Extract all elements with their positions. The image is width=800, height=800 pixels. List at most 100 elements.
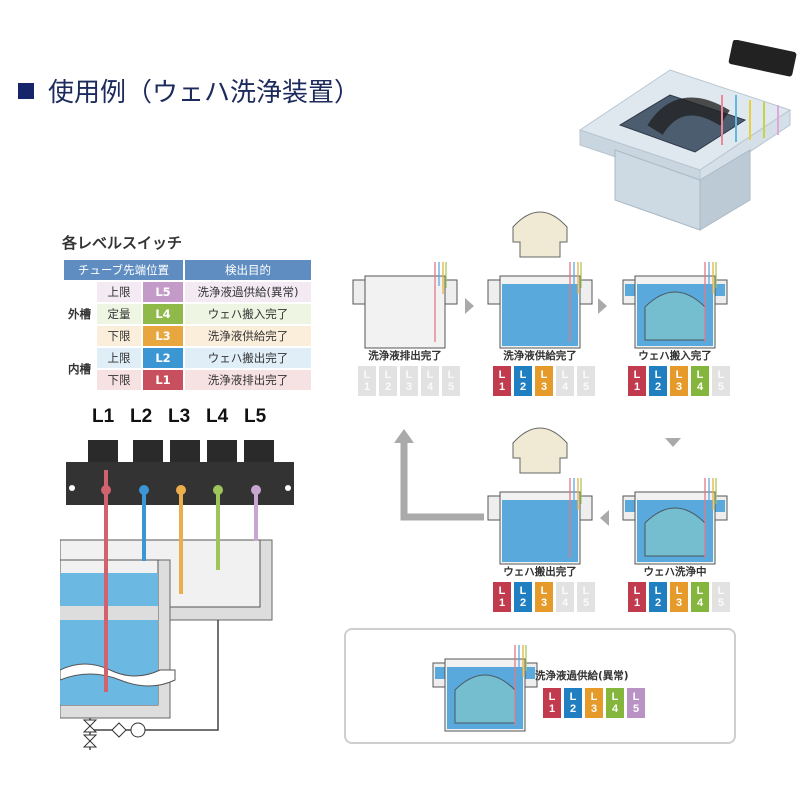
pump-icon bbox=[130, 722, 146, 738]
valve-icon bbox=[82, 734, 98, 748]
position-cell: 下限 bbox=[97, 326, 141, 346]
abnormal-case-box bbox=[344, 628, 736, 744]
step-caption: 洗浄液供給完了 bbox=[503, 350, 577, 362]
arrow-right-icon bbox=[598, 298, 607, 314]
position-cell: 定量 bbox=[97, 304, 141, 324]
switch-label: L1 bbox=[92, 406, 115, 427]
process-step-3 bbox=[620, 202, 730, 356]
wafer-carrier-icon bbox=[512, 427, 568, 474]
tank-schematic bbox=[60, 440, 294, 750]
position-cell: 下限 bbox=[97, 370, 141, 390]
step-caption: ウェハ搬入完了 bbox=[638, 350, 712, 362]
process-step-1 bbox=[350, 202, 460, 356]
level-badge: L3 bbox=[143, 326, 183, 346]
tank-inner: 内槽 bbox=[64, 348, 95, 390]
switch-label: L4 bbox=[206, 406, 229, 427]
purpose-cell: ウェハ搬入完了 bbox=[185, 304, 311, 324]
purpose-cell: 洗浄液排出完了 bbox=[185, 370, 311, 390]
page-title: 使用例（ウェハ洗浄装置） bbox=[18, 72, 360, 109]
arrow-right-icon bbox=[465, 298, 474, 314]
filter-icon bbox=[111, 722, 127, 738]
header-purpose: 検出目的 bbox=[185, 260, 311, 280]
tank-diagram bbox=[622, 478, 728, 565]
bullet-square-icon bbox=[18, 82, 34, 99]
abnormal-caption: 洗浄液過供給(異常) bbox=[535, 670, 629, 682]
wafer-icon bbox=[644, 507, 706, 557]
tank-diagram bbox=[352, 262, 458, 349]
purpose-cell: ウェハ搬出完了 bbox=[185, 348, 311, 368]
position-cell: 上限 bbox=[97, 282, 141, 302]
tank-diagram bbox=[622, 262, 728, 349]
connector-block-icon bbox=[728, 40, 797, 77]
step-caption: ウェハ搬出完了 bbox=[503, 566, 577, 578]
process-step-4 bbox=[620, 418, 730, 572]
switch-label: L5 bbox=[244, 406, 267, 427]
switch-labels: L1 L2 L3 L4 L5 bbox=[92, 406, 267, 428]
tank-diagram bbox=[487, 427, 593, 565]
table-row: 外槽 上限 L5 洗浄液過供給(異常) bbox=[64, 282, 311, 346]
process-step-5 bbox=[485, 418, 595, 572]
level-badge: L5 bbox=[143, 282, 183, 302]
position-cell: 上限 bbox=[97, 348, 141, 368]
switch-connectors bbox=[88, 440, 274, 465]
table-row: 定量 L4 ウェハ搬入完了 bbox=[64, 304, 311, 324]
header-tube-position: チューブ先端位置 bbox=[64, 260, 183, 280]
level-switch-table: チューブ先端位置 検出目的 外槽 上限 L5 洗浄液過供給(異常) 定量 L4 … bbox=[62, 258, 313, 392]
wafer-carrier-icon bbox=[512, 211, 568, 258]
switch-label: L3 bbox=[168, 406, 191, 427]
tank-diagram bbox=[432, 645, 538, 732]
level-badge: L1 bbox=[143, 370, 183, 390]
table-row: 下限 L1 洗浄液排出完了 bbox=[64, 370, 311, 390]
level-badge: L4 bbox=[143, 304, 183, 324]
purpose-cell: 洗浄液過供給(異常) bbox=[185, 282, 311, 302]
table-row: 内槽 上限 L2 ウェハ搬出完了 bbox=[64, 348, 311, 390]
step-caption: ウェハ洗浄中 bbox=[643, 566, 707, 578]
step-caption: 洗浄液排出完了 bbox=[368, 350, 442, 362]
level-switch-title: 各レベルスイッチ bbox=[62, 234, 183, 252]
process-step-2 bbox=[485, 202, 595, 356]
arrow-down-icon bbox=[665, 438, 681, 447]
page-title-text: 使用例（ウェハ洗浄装置） bbox=[48, 78, 361, 108]
return-arrow-icon bbox=[394, 429, 484, 521]
table-row: 下限 L3 洗浄液供給完了 bbox=[64, 326, 311, 346]
arrow-left-icon bbox=[600, 510, 609, 526]
level-badge: L2 bbox=[143, 348, 183, 368]
valve-icon bbox=[82, 719, 98, 733]
wafer-cleaning-tank-illustration bbox=[578, 40, 797, 231]
tank-diagram bbox=[487, 211, 593, 349]
tank-outer: 外槽 bbox=[64, 282, 95, 346]
switch-label: L2 bbox=[130, 406, 153, 427]
